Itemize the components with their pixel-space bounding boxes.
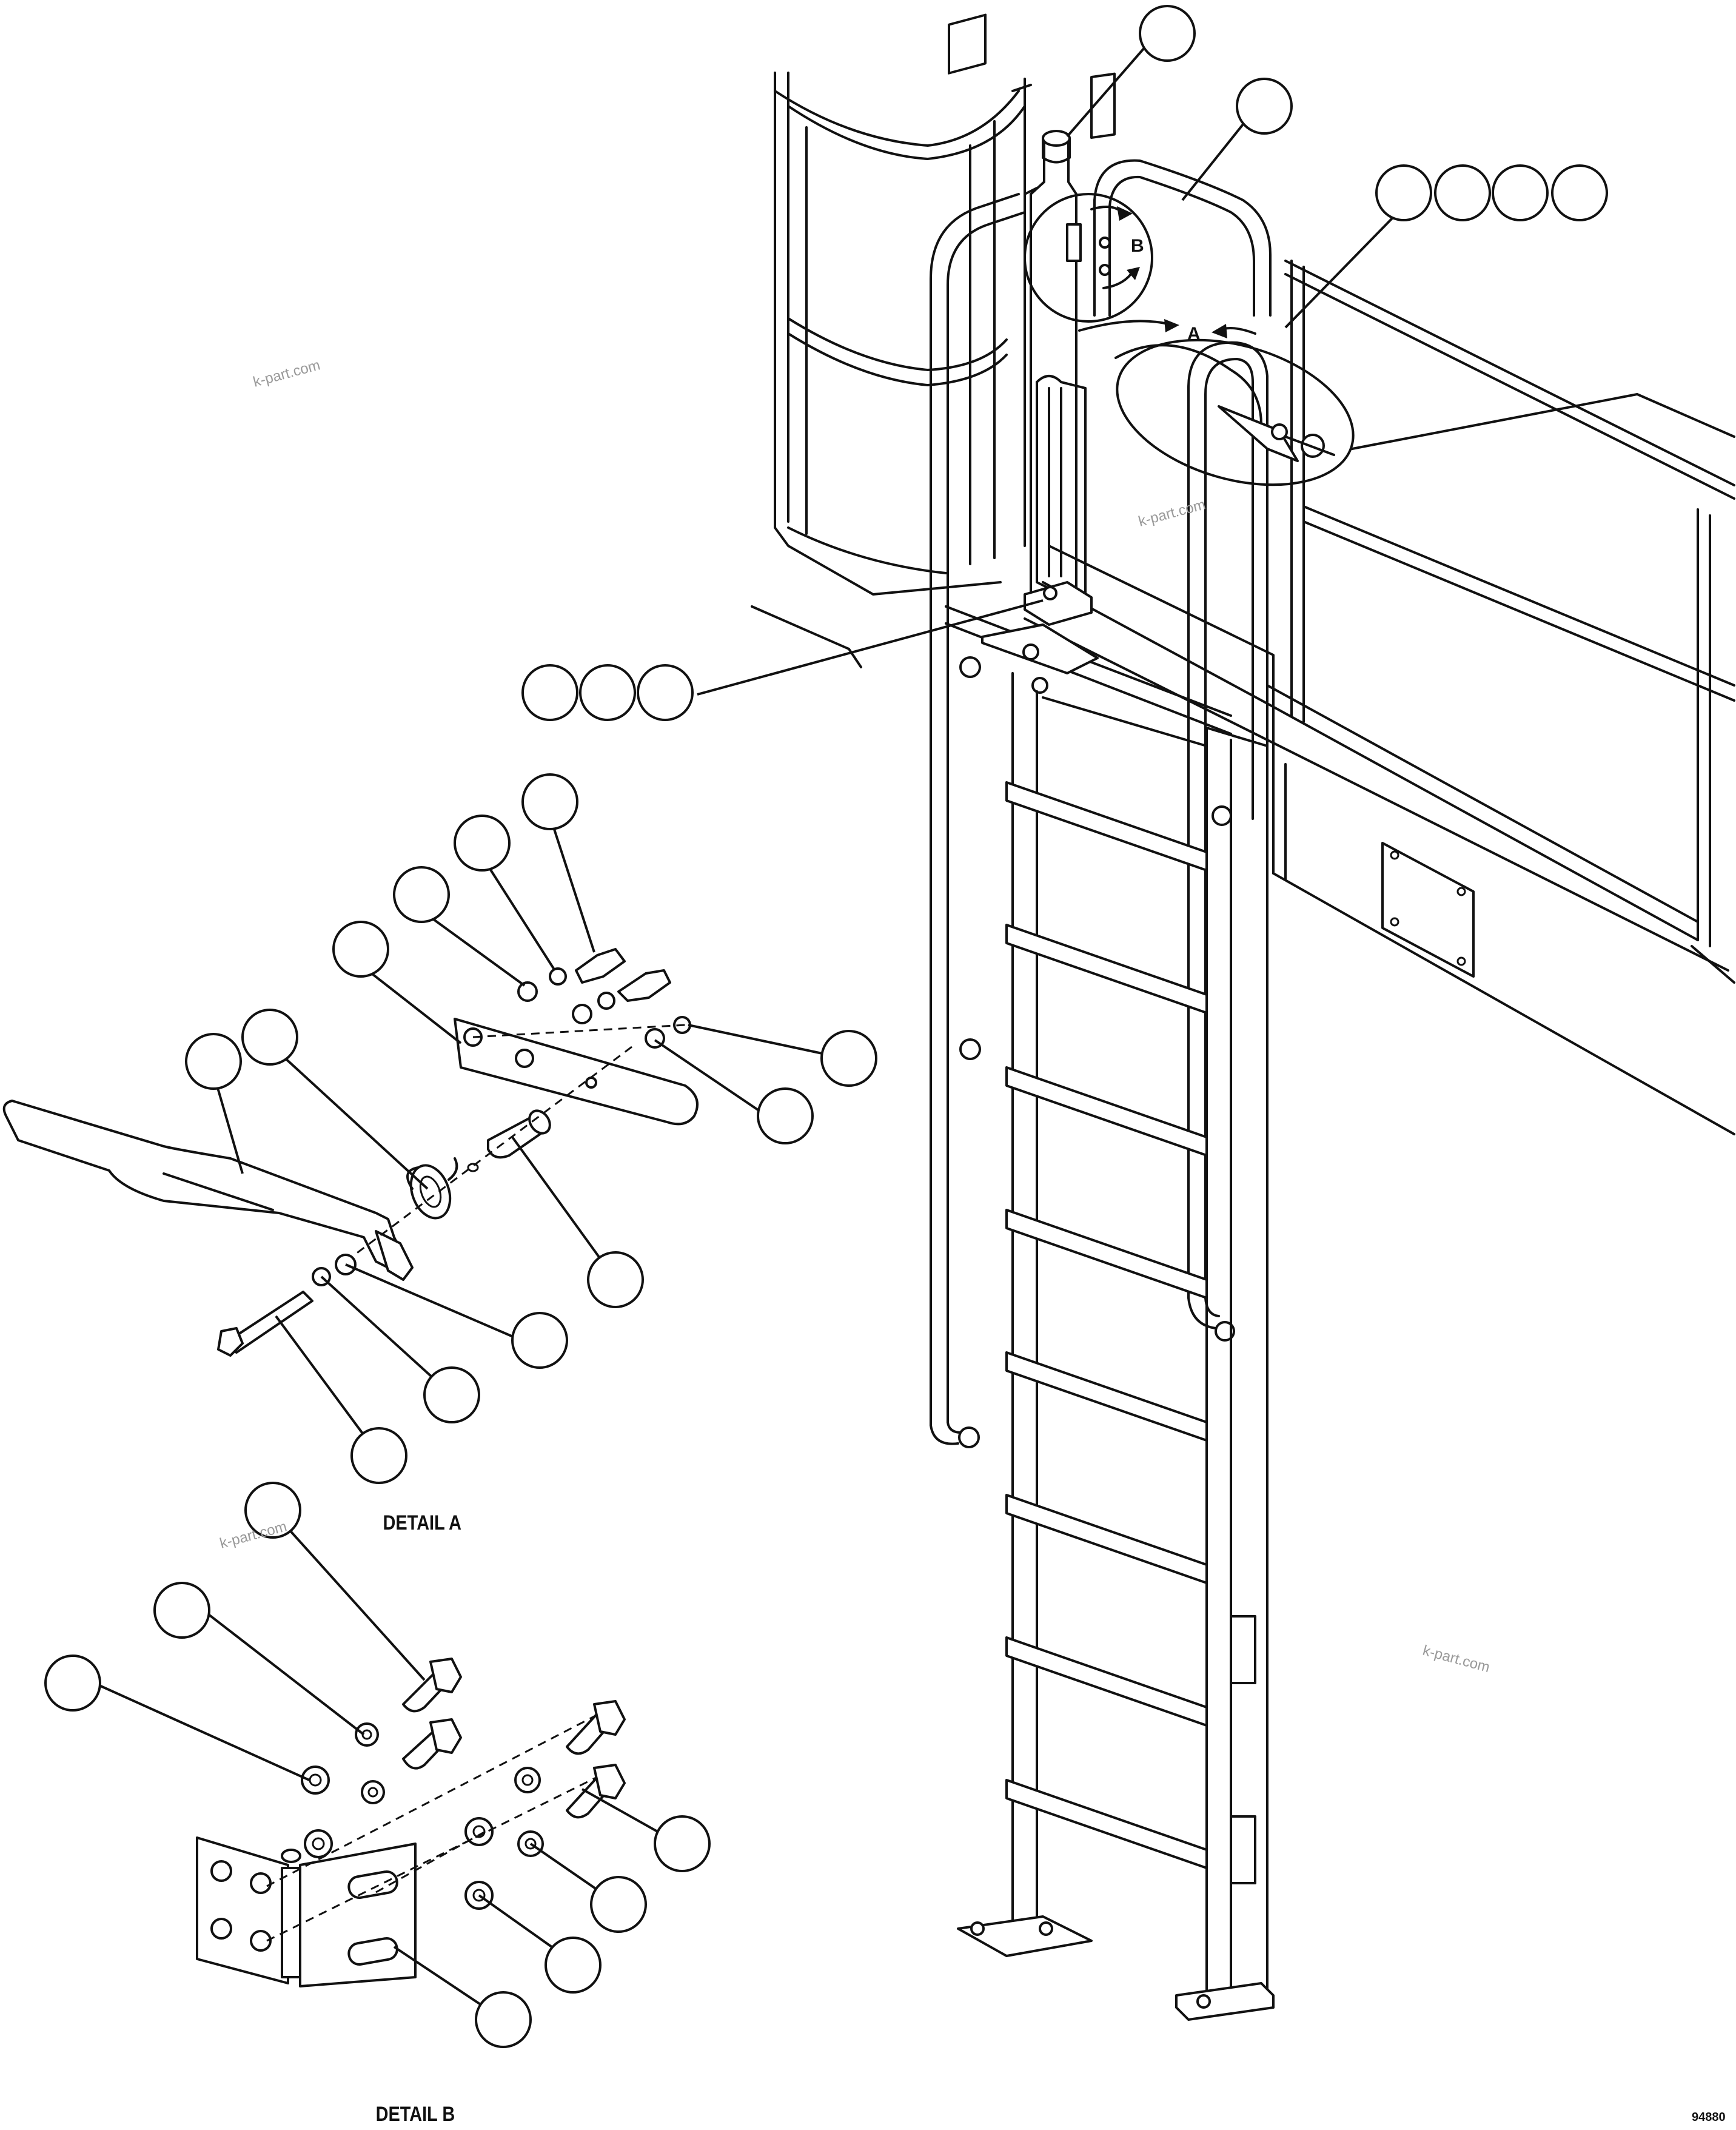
callout-balloon bbox=[332, 921, 389, 978]
watermark: k-part.com bbox=[252, 357, 322, 390]
bolt-head bbox=[217, 1327, 244, 1357]
watermark: k-part.com bbox=[1137, 496, 1207, 529]
callout-balloon bbox=[511, 1312, 568, 1369]
latch-plate bbox=[454, 1018, 699, 1126]
ladder bbox=[981, 623, 1268, 2003]
post-base-plate bbox=[1024, 581, 1093, 626]
bolt-head bbox=[958, 1426, 980, 1448]
detail-a-title: DETAIL A bbox=[383, 1511, 462, 1534]
rail-mount-plate bbox=[948, 13, 987, 75]
washer bbox=[464, 1817, 494, 1846]
lock-washer bbox=[361, 1780, 385, 1804]
lock-washer bbox=[597, 992, 615, 1010]
access-cover-plate bbox=[1381, 842, 1475, 978]
callout-balloon bbox=[153, 1582, 210, 1639]
callout-balloon bbox=[590, 1876, 647, 1933]
ladder-foot-plate bbox=[957, 1915, 1093, 1957]
callout-balloon bbox=[637, 664, 694, 721]
ladder-rung bbox=[1005, 1636, 1208, 1727]
hinge-leaf-left bbox=[196, 1836, 289, 1984]
callout-balloon bbox=[654, 1815, 711, 1872]
washer bbox=[517, 981, 538, 1002]
view-a-letter: A bbox=[1187, 324, 1201, 344]
callout-balloon bbox=[1434, 164, 1491, 221]
ladder-rung bbox=[1005, 924, 1208, 1014]
bolt-head bbox=[429, 1718, 462, 1754]
right-grab-handle bbox=[1187, 341, 1268, 1342]
right-guardrail bbox=[1266, 260, 1735, 984]
callout-balloon bbox=[350, 1427, 407, 1484]
ladder-top-bracket bbox=[981, 623, 1099, 674]
callout-balloon bbox=[1551, 164, 1608, 221]
ladder-rung bbox=[1005, 1351, 1208, 1442]
post-cap bbox=[1042, 130, 1071, 147]
bolt-head bbox=[1215, 1321, 1235, 1342]
callout-balloon bbox=[757, 1087, 814, 1144]
callout-balloons bbox=[44, 5, 1608, 2048]
bolt-head bbox=[593, 1700, 626, 1736]
callout-balloon bbox=[1236, 78, 1293, 135]
bolt-head bbox=[593, 1764, 626, 1799]
callout-balloon bbox=[1139, 5, 1196, 62]
callout-balloon bbox=[1492, 164, 1549, 221]
callout-balloon bbox=[241, 1009, 298, 1066]
watermark: k-part.com bbox=[1421, 1642, 1491, 1676]
washer bbox=[572, 1004, 592, 1024]
bolt bbox=[575, 948, 626, 984]
ladder-rung bbox=[1005, 1066, 1208, 1157]
detail-b-title: DETAIL B bbox=[376, 2102, 455, 2126]
ladder-foot-plate bbox=[1175, 1982, 1275, 2021]
detail-b-exploded-view bbox=[196, 1658, 626, 1987]
washer bbox=[301, 1765, 330, 1795]
callout-balloon bbox=[545, 1937, 602, 1994]
drawing-number: 94880 bbox=[1692, 2111, 1726, 2124]
gate-post bbox=[1024, 130, 1093, 626]
callout-balloon bbox=[185, 1033, 242, 1090]
bolt-head bbox=[959, 656, 981, 678]
ladder-rung bbox=[1005, 1494, 1208, 1584]
callout-balloon bbox=[820, 1030, 877, 1087]
washer bbox=[304, 1829, 333, 1858]
callout-balloon bbox=[521, 773, 578, 830]
ladder-rung bbox=[1005, 781, 1208, 872]
detail-a-exploded-view bbox=[2, 948, 699, 1357]
latch-tab bbox=[375, 1230, 414, 1281]
detail-a-callout-ring: A bbox=[1078, 319, 1355, 486]
ladder-rung bbox=[1005, 1209, 1208, 1299]
left-guardrail bbox=[751, 13, 1032, 668]
callout-balloon bbox=[475, 1991, 532, 2048]
callout-balloon bbox=[244, 1482, 301, 1539]
bolt-head bbox=[959, 1038, 981, 1060]
leader-lines bbox=[93, 41, 1417, 2021]
ladder-clamp bbox=[1230, 1615, 1256, 1684]
ladder-rung bbox=[1005, 1779, 1208, 1869]
callout-balloon bbox=[454, 815, 511, 872]
bolt-head bbox=[1212, 805, 1232, 826]
gate-latch-handle bbox=[1218, 405, 1299, 462]
lock-washer bbox=[549, 967, 567, 986]
callout-balloon bbox=[579, 664, 636, 721]
callout-balloon bbox=[1375, 164, 1432, 221]
bolt bbox=[617, 969, 671, 1002]
hinge-pin bbox=[281, 1867, 301, 1978]
callout-balloon bbox=[44, 1655, 101, 1712]
view-b-letter: B bbox=[1131, 236, 1144, 256]
callout-balloon bbox=[587, 1251, 644, 1308]
bolt-head bbox=[429, 1658, 462, 1693]
ladder-rungs bbox=[1005, 781, 1208, 1869]
left-grab-handle bbox=[930, 187, 1038, 1448]
lock-washer bbox=[355, 1722, 379, 1747]
top-grab-loop bbox=[1093, 159, 1272, 317]
callout-balloon bbox=[521, 664, 578, 721]
lock-washer bbox=[514, 1767, 541, 1793]
callout-balloon bbox=[423, 1366, 480, 1423]
ladder-clamp bbox=[1230, 1815, 1256, 1884]
callout-balloon bbox=[393, 866, 450, 923]
